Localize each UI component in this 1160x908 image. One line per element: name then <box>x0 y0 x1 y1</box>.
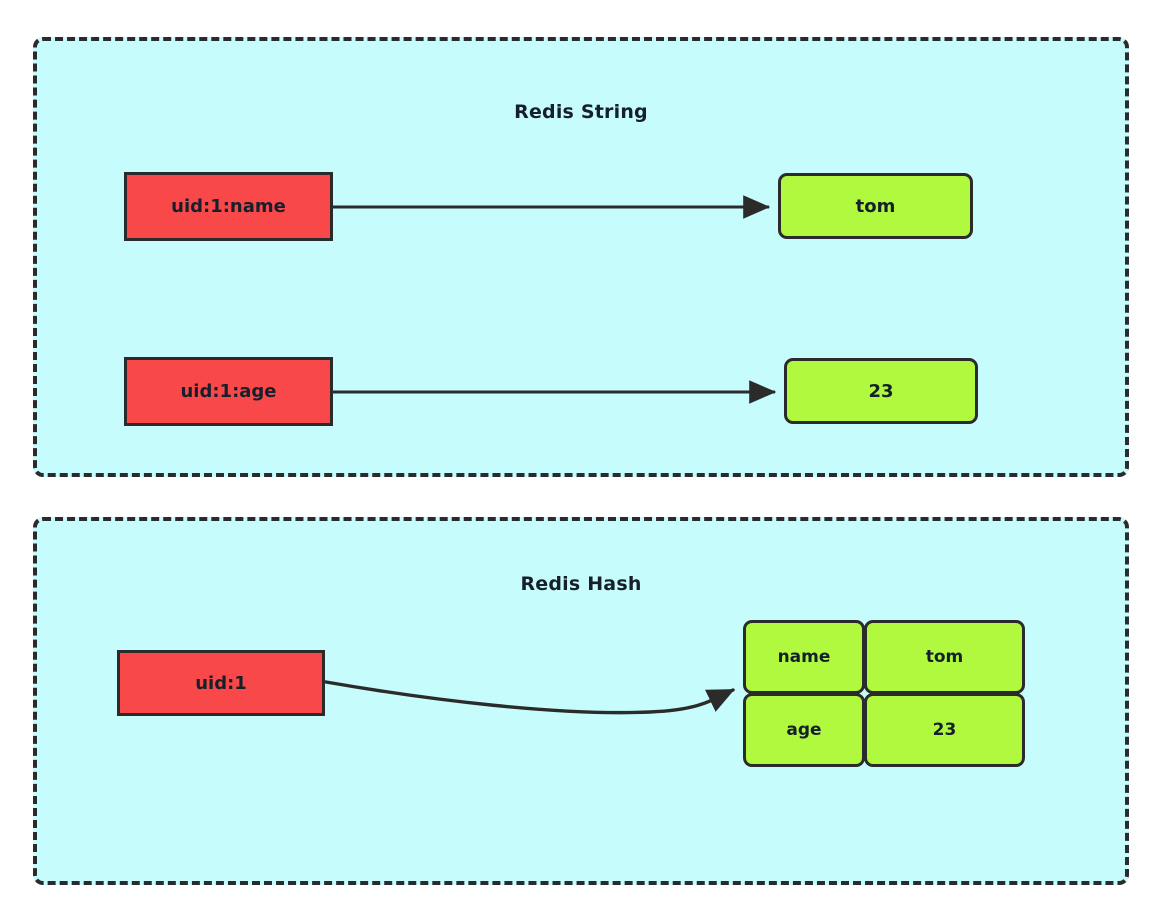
hash-field-cell-name[interactable]: name <box>743 620 865 694</box>
value-box-tom[interactable]: tom <box>778 173 973 239</box>
hash-value-cell-tom[interactable]: tom <box>864 620 1025 694</box>
value-box-23[interactable]: 23 <box>784 358 978 424</box>
panel-title-redis-hash: Redis Hash <box>520 573 642 595</box>
hash-value-cell-23[interactable]: 23 <box>864 693 1025 767</box>
key-box-uid-1[interactable]: uid:1 <box>117 650 325 716</box>
hash-field-cell-age[interactable]: age <box>743 693 865 767</box>
key-box-uid-1-name[interactable]: uid:1:name <box>124 172 333 241</box>
panel-title-redis-string: Redis String <box>514 101 648 123</box>
key-box-uid-1-age[interactable]: uid:1:age <box>124 357 333 426</box>
